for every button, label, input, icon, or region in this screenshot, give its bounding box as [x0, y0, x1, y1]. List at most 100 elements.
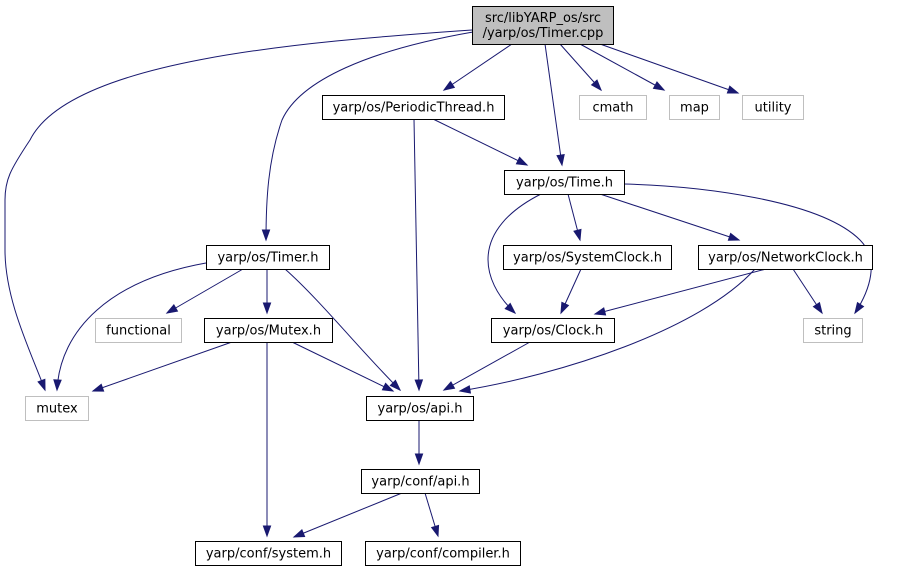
node-box — [322, 95, 505, 120]
edge-periodic-thread-h-to-os-api-h — [413, 118, 424, 392]
edge-arrowhead — [573, 228, 582, 242]
edge-timer-cpp-to-periodic-thread-h — [442, 43, 513, 91]
node-label: functional — [106, 324, 171, 339]
edge-timer-h-to-mutex — [53, 262, 207, 392]
edge-line — [413, 118, 420, 391]
edge-timer-cpp-to-utility — [599, 43, 740, 94]
node-timer-cpp[interactable]: src/libYARP_os/src/yarp/os/Timer.cpp — [472, 6, 614, 45]
node-periodic-thread-h[interactable]: yarp/os/PeriodicThread.h — [322, 95, 505, 120]
edge-line — [291, 341, 394, 392]
node-label: yarp/conf/compiler.h — [376, 547, 510, 562]
node-box — [366, 396, 474, 421]
node-timer-h[interactable]: yarp/os/Timer.h — [206, 245, 330, 270]
edge-arrowhead — [414, 453, 424, 466]
edge-arrowhead — [292, 529, 306, 538]
edge-arrowhead — [414, 379, 424, 392]
edge-clock-h-to-os-api-h — [442, 341, 531, 391]
node-box — [504, 170, 625, 195]
edge-line — [544, 43, 563, 166]
edge-arrowhead — [442, 80, 456, 91]
edge-network-clock-h-to-string — [792, 268, 823, 315]
edge-line — [166, 268, 244, 314]
node-box — [361, 469, 480, 494]
edge-arrowhead — [590, 79, 602, 92]
node-label: cmath — [592, 101, 633, 116]
node-label: yarp/os/Mutex.h — [216, 324, 321, 339]
node-label: yarp/os/Time.h — [516, 176, 613, 191]
edge-arrowhead — [262, 302, 272, 315]
node-box — [25, 396, 89, 421]
node-box — [503, 245, 672, 270]
edge-arrowhead — [458, 385, 472, 394]
node-conf-system-h[interactable]: yarp/conf/system.h — [195, 541, 342, 566]
edge-arrowhead — [37, 378, 46, 392]
node-map[interactable]: map — [669, 95, 720, 120]
node-label: /yarp/os/Timer.cpp — [483, 26, 604, 41]
node-label: mutex — [36, 402, 78, 417]
node-label: yarp/os/api.h — [378, 402, 463, 417]
edge-time-h-to-clock-h — [487, 193, 542, 315]
edge-timer-cpp-to-map — [579, 43, 666, 91]
edge-time-h-to-network-clock-h — [599, 193, 741, 241]
node-box — [803, 318, 863, 343]
node-box — [195, 541, 342, 566]
edge-arrowhead — [442, 381, 456, 391]
edge-arrowhead — [726, 85, 740, 94]
node-clock-h[interactable]: yarp/os/Clock.h — [491, 318, 615, 343]
edge-arrowhead — [91, 383, 105, 392]
edge-arrowhead — [854, 301, 865, 315]
node-cmath[interactable]: cmath — [579, 95, 647, 120]
node-label: yarp/conf/api.h — [371, 475, 469, 490]
node-box — [206, 245, 330, 270]
edge-line — [284, 268, 401, 391]
node-mutex-h[interactable]: yarp/os/Mutex.h — [204, 318, 333, 343]
node-conf-compiler-h[interactable]: yarp/conf/compiler.h — [365, 541, 521, 566]
node-label: map — [680, 101, 709, 116]
nodes-layer: src/libYARP_os/src/yarp/os/Timer.cppyarp… — [25, 6, 873, 566]
edge-arrowhead — [261, 229, 271, 242]
node-utility[interactable]: utility — [742, 95, 804, 120]
node-box — [95, 318, 182, 343]
node-os-api-h[interactable]: yarp/os/api.h — [366, 396, 474, 421]
node-string[interactable]: string — [803, 318, 863, 343]
edge-timer-cpp-to-mutex — [4, 29, 473, 392]
edge-arrowhead — [556, 154, 565, 167]
edges-layer — [4, 29, 872, 538]
edge-line — [459, 268, 756, 392]
edge-line — [432, 118, 528, 166]
edge-line — [599, 43, 739, 94]
edge-timer-h-to-mutex-h — [262, 269, 272, 315]
edge-timer-h-to-os-api-h — [284, 268, 402, 392]
edge-arrowhead — [652, 81, 666, 91]
edge-conf-api-h-to-conf-system-h — [292, 492, 403, 538]
edge-arrowhead — [165, 304, 179, 314]
node-box — [204, 318, 333, 343]
edge-arrowhead — [53, 379, 62, 392]
node-label: string — [814, 324, 851, 339]
node-label: yarp/os/Clock.h — [503, 324, 603, 339]
edge-line — [92, 341, 233, 392]
edge-conf-api-h-to-conf-compiler-h — [424, 492, 440, 538]
node-time-h[interactable]: yarp/os/Time.h — [504, 170, 625, 195]
edge-os-api-h-to-conf-api-h — [414, 420, 424, 466]
node-system-clock-h[interactable]: yarp/os/SystemClock.h — [503, 245, 672, 270]
edge-timer-h-to-functional — [165, 268, 244, 314]
node-label: src/libYARP_os/src — [485, 11, 601, 26]
node-mutex[interactable]: mutex — [25, 396, 89, 421]
edge-line — [293, 492, 403, 538]
edge-line — [599, 193, 740, 241]
node-functional[interactable]: functional — [95, 318, 182, 343]
node-box — [698, 245, 873, 270]
node-label: yarp/os/Timer.h — [217, 251, 318, 266]
edge-time-h-to-system-clock-h — [567, 193, 582, 242]
node-label: yarp/os/NetworkClock.h — [708, 251, 863, 266]
node-conf-api-h[interactable]: yarp/conf/api.h — [361, 469, 480, 494]
edge-line — [56, 262, 207, 391]
node-box — [669, 95, 720, 120]
edge-line — [443, 43, 513, 91]
edge-arrowhead — [504, 302, 517, 315]
node-network-clock-h[interactable]: yarp/os/NetworkClock.h — [698, 245, 873, 270]
node-box — [579, 95, 647, 120]
node-box — [742, 95, 804, 120]
